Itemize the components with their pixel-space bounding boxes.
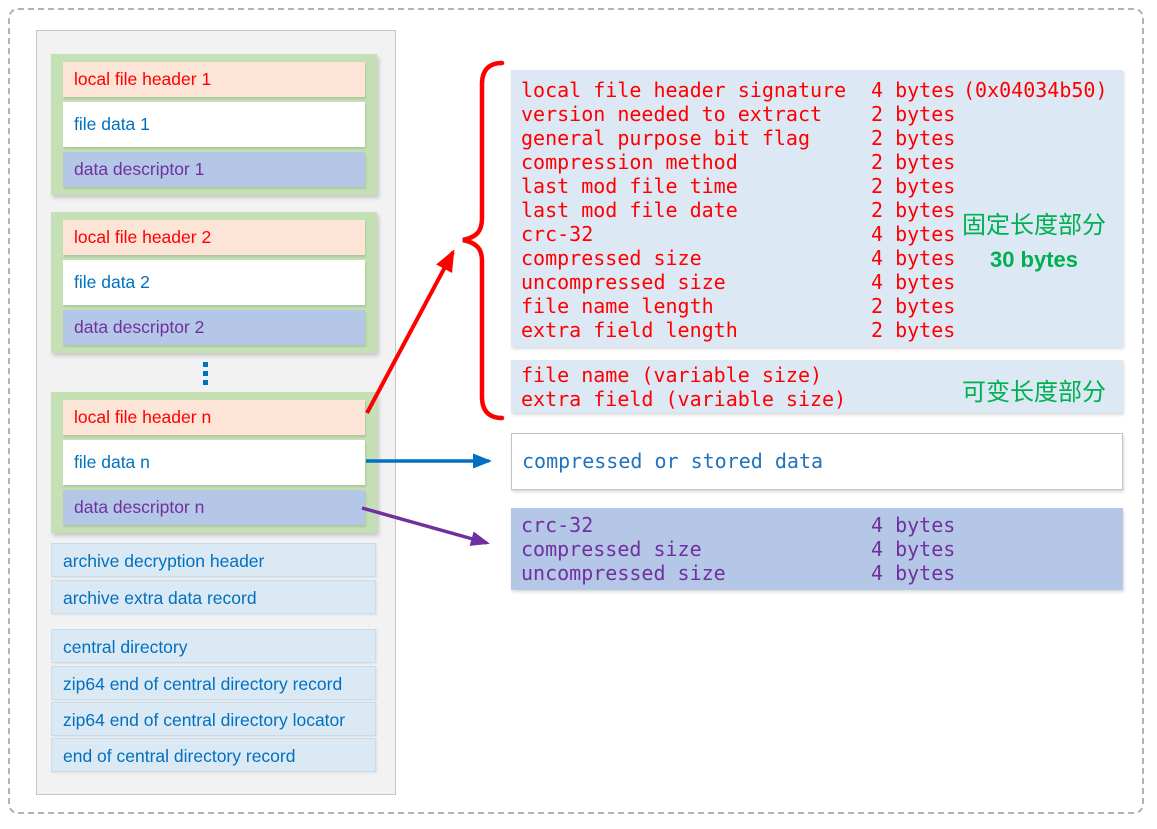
field-label: file name length [521,294,714,318]
field-label: extra field length [521,318,738,342]
local-file-header-2: local file header 2 [63,220,365,255]
field-size: 4 bytes [871,561,956,585]
field-size: 4 bytes [871,222,956,246]
file-data-2: file data 2 [63,260,365,305]
file-data-1: file data 1 [63,102,365,147]
file-entry-group-n: local file header n file data n data des… [51,392,377,533]
field-label: last mod file time [521,174,738,198]
archive-decryption-header-row: archive decryption header [51,543,376,577]
variable-fields-block: file name (variable size) extra field (v… [511,360,1123,413]
file-entry-group-2: local file header 2 file data 2 data des… [51,212,377,353]
field-size: 2 bytes [871,150,956,174]
field-label: compression method [521,150,738,174]
data-descriptor-fields-block: crc-32 4 bytes compressed size 4 bytes unc… [511,508,1123,590]
field-size: 4 bytes [871,270,956,294]
variable-length-annotation: 可变长度部分 [962,379,1106,406]
data-descriptor-2: data descriptor 2 [63,310,365,345]
field-size: 4 bytes [871,513,956,537]
archive-extra-data-record-row: archive extra data record [51,580,376,614]
file-data-n: file data n [63,440,365,485]
field-label: last mod file date [521,198,738,222]
local-file-header-1: local file header 1 [63,62,365,97]
file-entry-group-1: local file header 1 file data 1 data des… [51,54,377,195]
field-size: 2 bytes [871,198,956,222]
field-label: version needed to extract [521,102,823,126]
central-directory-row: central directory [51,629,376,663]
zip64-eocd-locator-row: zip64 end of central directory locator [51,702,376,736]
field-size: 4 bytes [871,78,956,102]
local-file-header-fields-block: local file header signature 4 bytes (0x040… [511,70,1123,347]
field-size: 2 bytes [871,294,956,318]
field-label: compressed size [521,537,702,561]
vertical-ellipsis-icon [203,362,208,385]
field-size: 2 bytes [871,126,956,150]
fixed-length-label: 固定长度部分 [962,212,1106,239]
field-label: local file header signature [521,78,847,102]
fixed-length-annotation: 固定长度部分 30 bytes [945,205,1123,273]
zip64-eocd-record-row: zip64 end of central directory record [51,666,376,700]
field-label: file name (variable size) [521,363,823,387]
field-label: crc-32 [521,222,594,246]
field-label: extra field (variable size) [521,387,847,411]
field-label: uncompressed size [521,270,726,294]
data-block-label: compressed or stored data [522,449,824,473]
field-size: 4 bytes [871,537,956,561]
field-size: 2 bytes [871,102,956,126]
fixed-length-bytes: 30 bytes [989,247,1079,272]
field-size: 2 bytes [871,318,956,342]
field-size: 2 bytes [871,174,956,198]
outer-dashed-frame [8,8,1144,814]
field-label: compressed size [521,246,702,270]
field-note: (0x04034b50) [963,78,1108,102]
field-size: 4 bytes [871,246,956,270]
field-label: uncompressed size [521,561,726,585]
field-label: crc-32 [521,513,594,537]
eocd-record-row: end of central directory record [51,738,376,772]
data-descriptor-1: data descriptor 1 [63,152,365,187]
local-file-header-n: local file header n [63,400,365,435]
data-descriptor-n: data descriptor n [63,490,365,525]
compressed-data-block: compressed or stored data [511,433,1123,490]
field-label: general purpose bit flag [521,126,810,150]
